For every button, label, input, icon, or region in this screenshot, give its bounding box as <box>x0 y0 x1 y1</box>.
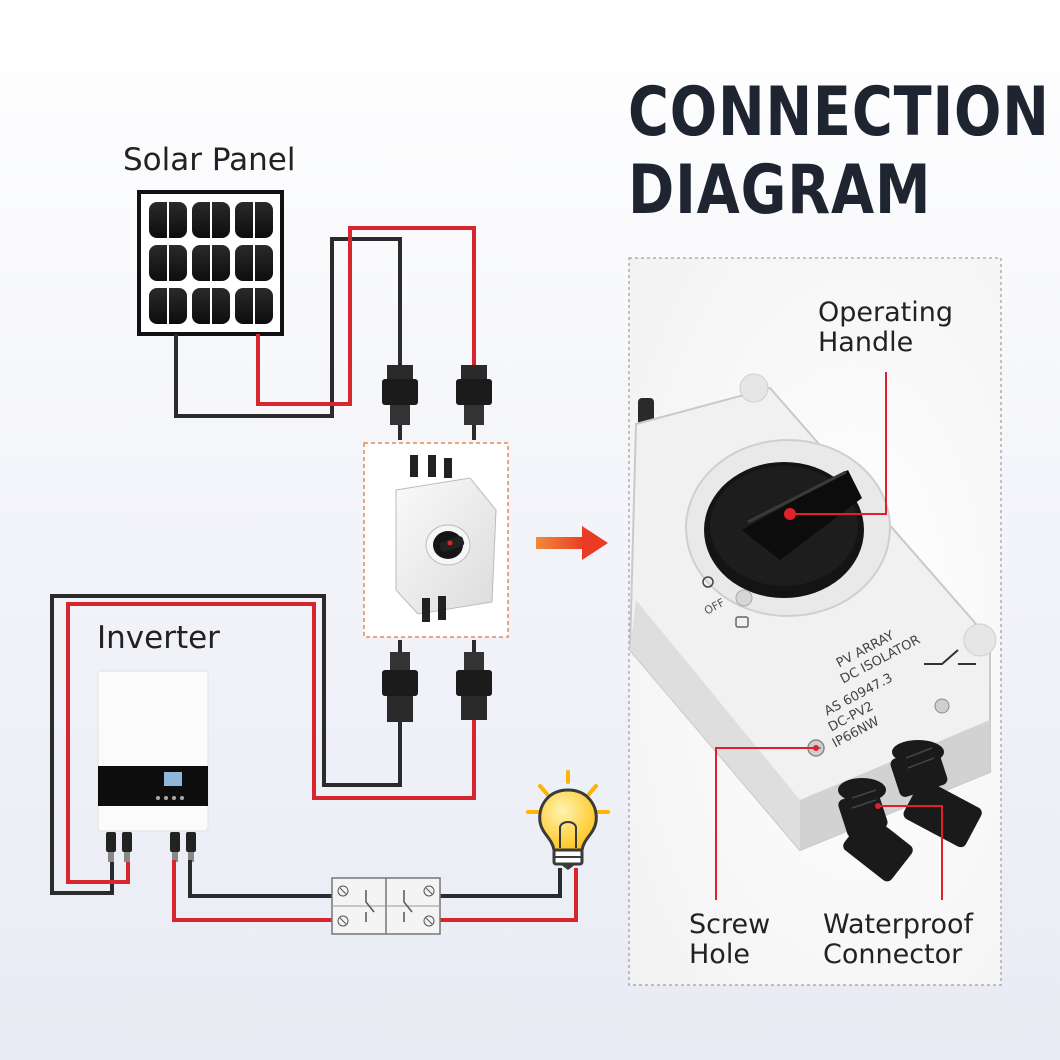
operating-handle-label-line-2: Handle <box>818 327 914 358</box>
solar-wires <box>174 226 476 418</box>
page-title-line-1: CONNECTION <box>628 73 1050 152</box>
operating-handle-label-line-1: Operating <box>818 297 953 328</box>
operating-handle-callout <box>784 372 887 520</box>
screw-hole-callout <box>715 745 819 900</box>
solar-panel-label: Solar Panel <box>123 142 296 178</box>
page-title-line-2: DIAGRAM <box>628 151 932 230</box>
solar-panel-icon <box>137 190 284 336</box>
light-bulb-icon <box>526 770 610 870</box>
screw-hole-label-line-2: Hole <box>689 939 750 970</box>
arrow-right-icon <box>536 526 608 560</box>
screw-hole-label-line-1: Screw <box>689 909 771 940</box>
inverter-label: Inverter <box>97 620 220 656</box>
breaker-icon <box>331 877 441 935</box>
mc4-connector-bottom-left <box>382 640 418 722</box>
waterproof-connector-label-line-2: Connector <box>823 939 963 970</box>
small-isolator-icon <box>395 455 497 622</box>
inverter-icon <box>97 670 209 862</box>
waterproof-connector-label-line-1: Waterproof <box>823 909 974 940</box>
isolator-photo <box>628 373 997 882</box>
ac-wires <box>172 860 578 922</box>
waterproof-connector-callout <box>875 803 943 900</box>
mc4-connector-top-left <box>382 365 418 440</box>
mc4-connector-bottom-right <box>456 640 492 720</box>
mc4-connector-top-right <box>456 365 492 440</box>
inverter-dc-wires <box>50 594 476 895</box>
